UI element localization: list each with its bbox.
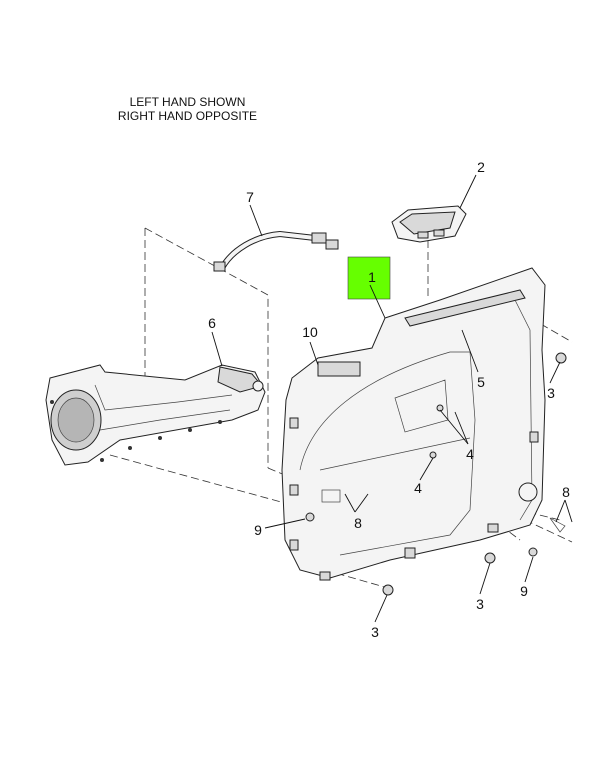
door-trim-panel-part (281, 267, 546, 581)
diagram-note: LEFT HAND SHOWN RIGHT HAND OPPOSITE (95, 95, 280, 123)
callout-9-left: 9 (254, 522, 262, 538)
callout-3-right: 3 (547, 385, 555, 401)
callout-3-bottom-left: 3 (371, 624, 379, 640)
item-1-highlight (347, 256, 391, 300)
note-line-2: RIGHT HAND OPPOSITE (117, 109, 258, 123)
callout-9-right: 9 (520, 583, 528, 599)
callout-8-left: 8 (354, 515, 362, 531)
callout-7: 7 (246, 189, 254, 205)
callout-8-right: 8 (562, 484, 570, 500)
callout-3-bottom-right: 3 (476, 596, 484, 612)
leader-lines (211, 174, 573, 623)
callout-1: 1 (368, 269, 376, 285)
callout-10: 10 (302, 324, 318, 340)
callout-5: 5 (477, 374, 485, 390)
callout-2: 2 (477, 159, 485, 175)
speaker-bracket-part (45, 364, 266, 466)
callouts: 1 2 3 3 3 4 4 5 6 7 8 8 9 9 10 (208, 159, 570, 640)
callout-4-upper: 4 (466, 446, 474, 462)
note-line-1: LEFT HAND SHOWN (129, 95, 246, 109)
switch-bezel (317, 361, 361, 377)
wiring-harness-part (213, 230, 339, 272)
callout-4-lower: 4 (414, 480, 422, 496)
fasteners (305, 352, 567, 596)
pull-handle-cup-part (391, 205, 467, 243)
callout-6: 6 (208, 315, 216, 331)
